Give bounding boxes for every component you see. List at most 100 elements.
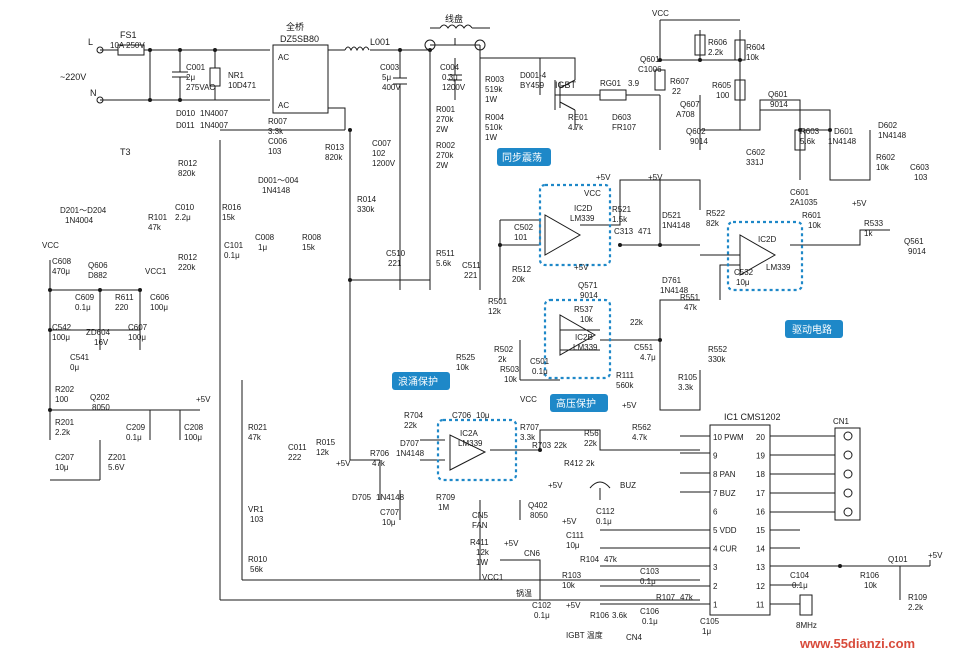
label-q602: Q602 bbox=[686, 127, 706, 136]
label-d001-4: D001-4 bbox=[520, 71, 547, 80]
annotation-surge: 浪涌保护 bbox=[398, 375, 438, 388]
label-c111: C111 bbox=[566, 531, 584, 540]
label-r707-v: 3.3k bbox=[520, 433, 536, 442]
label-r503: R503 bbox=[500, 365, 520, 374]
label-d001-4-part: BY459 bbox=[520, 81, 545, 90]
label-r004-v2: 1W bbox=[485, 133, 497, 142]
label-c207-v: 10μ bbox=[55, 463, 69, 472]
ic1-pin-right-13: 13 bbox=[756, 563, 765, 572]
label-c112: C112 bbox=[596, 507, 615, 516]
label-c003: C003 bbox=[380, 63, 400, 72]
label-c601-v: 2A1035 bbox=[790, 198, 818, 207]
label-voltage: ~220V bbox=[60, 72, 86, 82]
label-ic2a: IC2A bbox=[460, 429, 478, 438]
label-r003-v: 519k bbox=[485, 85, 503, 94]
label-r522-v: 82k bbox=[706, 219, 720, 228]
label-c004-v: 0.3μ bbox=[442, 73, 458, 82]
label-r605-v: 100 bbox=[716, 91, 730, 100]
label-q571: Q571 bbox=[578, 281, 598, 290]
label-z201-v: 5.6V bbox=[108, 463, 125, 472]
label-r008: R008 bbox=[302, 233, 322, 242]
label-ac2: AC bbox=[278, 101, 289, 110]
label-q402-v: 8050 bbox=[530, 511, 548, 520]
label-vcc-sync: VCC bbox=[584, 189, 601, 198]
label-q606-v: D882 bbox=[88, 271, 108, 280]
label-r016: R016 bbox=[222, 203, 242, 212]
ic1-pin-left-10: 10 PWM bbox=[713, 433, 744, 442]
label-r105: R105 bbox=[678, 373, 698, 382]
label-c608: C608 bbox=[52, 257, 72, 266]
label-d010: D010 bbox=[176, 109, 196, 118]
annotation-drive: 驱动电路 bbox=[792, 323, 832, 336]
ic1-pin-left-6: 6 bbox=[713, 507, 718, 516]
cn1-pins bbox=[843, 431, 853, 517]
label-c209: C209 bbox=[126, 423, 146, 432]
label-q607-v: A708 bbox=[676, 110, 695, 119]
labels: L N ~220V FS1 10A 250V 全桥 DZ5SB80 AC AC … bbox=[42, 9, 943, 651]
junction-dots bbox=[48, 48, 842, 568]
label-r501-v: 12k bbox=[488, 307, 502, 316]
label-r016-v: 15k bbox=[222, 213, 236, 222]
label-d761-v: 1N4148 bbox=[660, 286, 689, 295]
label-r202-v: 100 bbox=[55, 395, 69, 404]
label-vcc1: VCC1 bbox=[145, 267, 167, 276]
label-r015-v: 12k bbox=[316, 448, 330, 457]
label-5v-q571: +5V bbox=[574, 263, 589, 272]
label-d705-v: 1N4148 bbox=[376, 493, 405, 502]
label-r606: R606 bbox=[708, 38, 728, 47]
label-c101: C101 bbox=[224, 241, 244, 250]
label-q601b: Q601 bbox=[768, 90, 788, 99]
label-r552: R552 bbox=[708, 345, 728, 354]
annotation-hv: 高压保护 bbox=[556, 397, 596, 410]
label-q602-v: 9014 bbox=[690, 137, 708, 146]
label-r101: R101 bbox=[148, 213, 168, 222]
label-r512-v: 20k bbox=[512, 275, 526, 284]
label-r202: R202 bbox=[55, 385, 75, 394]
label-fs1: FS1 bbox=[120, 30, 137, 40]
label-d601: D601 bbox=[834, 127, 854, 136]
label-vcc1-fan: VCC1 bbox=[482, 573, 504, 582]
label-r106b-v: 10k bbox=[864, 581, 878, 590]
label-r56-v: 22k bbox=[584, 439, 598, 448]
wiring bbox=[49, 19, 931, 605]
label-r709-v: 1M bbox=[438, 503, 449, 512]
label-igbt-temp: IGBT 温度 bbox=[566, 630, 603, 640]
label-c602: C602 bbox=[746, 148, 766, 157]
annotation-sync: 同步震荡 bbox=[502, 152, 542, 164]
label-c103-v: 0.1μ bbox=[640, 577, 656, 586]
drive-tag-bg bbox=[785, 320, 843, 338]
label-r605: R605 bbox=[712, 81, 732, 90]
ic1-pin-left-1: 1 bbox=[713, 600, 718, 609]
ic1-pin-left-5: 5 VDD bbox=[713, 526, 737, 535]
label-c006-v: 103 bbox=[268, 147, 282, 156]
label-d761: D761 bbox=[662, 276, 682, 285]
opamp-symbols bbox=[449, 214, 777, 471]
label-r104: R104 bbox=[580, 555, 600, 564]
label-r010-v: 56k bbox=[250, 565, 264, 574]
label-r012: R012 bbox=[178, 159, 198, 168]
label-c007-v2: 1200V bbox=[372, 159, 396, 168]
label-r201-v: 2.2k bbox=[55, 428, 71, 437]
label-r562-v: 4.7k bbox=[632, 433, 648, 442]
label-5v-r706: +5V bbox=[336, 459, 351, 468]
label-q101: Q101 bbox=[888, 555, 908, 564]
label-r103-v: 10k bbox=[562, 581, 576, 590]
label-fs1-rating: 10A 250V bbox=[110, 41, 145, 50]
label-r107-v: 47k bbox=[680, 593, 694, 602]
label-c502-v: 101 bbox=[514, 233, 528, 242]
label-r607-v: 22 bbox=[672, 87, 681, 96]
label-5v-r533: +5V bbox=[852, 199, 867, 208]
label-c313-v: 471 bbox=[638, 227, 652, 236]
label-q606: Q606 bbox=[88, 261, 108, 270]
label-c104: C104 bbox=[790, 571, 810, 580]
sync-highlight-box bbox=[538, 183, 612, 267]
label-r107: R107 bbox=[656, 593, 676, 602]
label-pot-temp: 锅温 bbox=[516, 588, 532, 598]
opamp-ic2d-top bbox=[544, 214, 582, 256]
label-r001: R001 bbox=[436, 105, 456, 114]
label-vr1-v: 103 bbox=[250, 515, 264, 524]
label-r611: R611 bbox=[115, 293, 134, 302]
label-rg01-v: 3.9 bbox=[628, 79, 640, 88]
label-igbt: IGBT bbox=[555, 80, 577, 90]
